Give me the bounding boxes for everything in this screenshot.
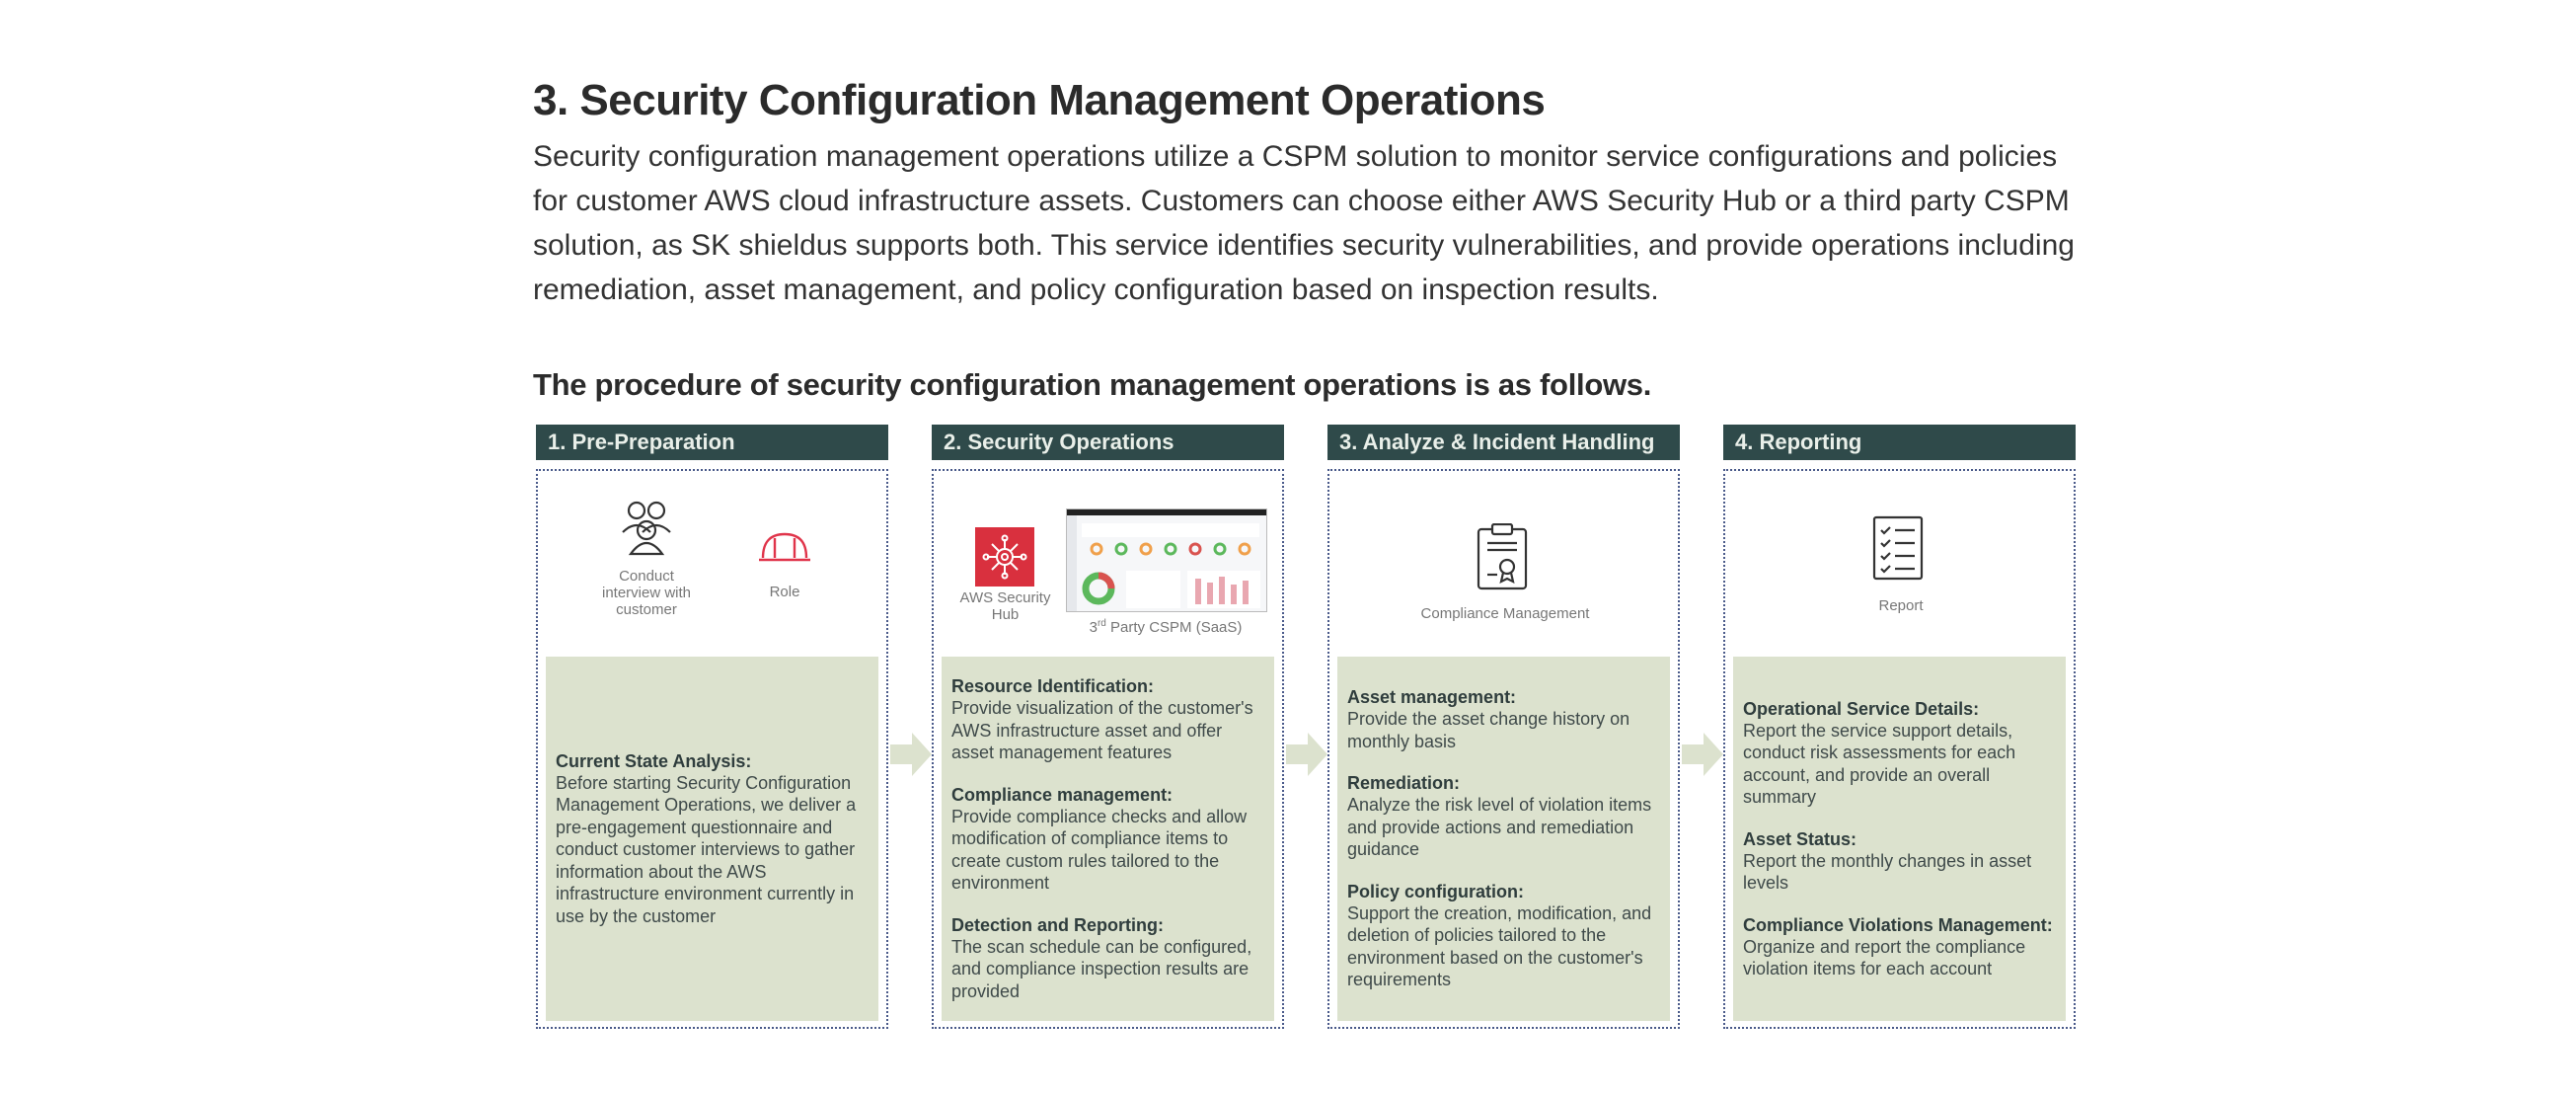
item-title: Resource Identification: <box>951 676 1155 696</box>
step-title: 1. Pre-Preparation <box>536 425 888 460</box>
step-box: Compliance Management Asset management: … <box>1327 469 1680 1029</box>
people-icon <box>617 499 676 558</box>
report-caption: Report <box>1878 597 1924 614</box>
aws-security-hub-caption: AWS Security Hub <box>959 589 1051 623</box>
step-icons: AWS Security Hub <box>934 471 1282 657</box>
step-panel: Operational Service Details: Report the … <box>1733 657 2066 1021</box>
step-icons: Report <box>1725 471 2074 657</box>
arrow-right-icon <box>1682 733 1723 776</box>
list-item: Asset Status: Report the monthly changes… <box>1743 828 2056 895</box>
step-icons: Compliance Management <box>1329 471 1678 657</box>
list-item: Current State Analysis: Before starting … <box>556 750 869 928</box>
list-item: Policy configuration: Support the creati… <box>1347 881 1660 991</box>
item-title: Detection and Reporting: <box>951 914 1164 935</box>
item-text: Organize and report the compliance viola… <box>1743 936 2026 979</box>
item-text: Report the monthly changes in asset leve… <box>1743 850 2032 894</box>
item-text: Before starting Security Configuration M… <box>556 772 857 926</box>
item-title: Asset Status: <box>1743 828 1857 849</box>
item-text: Report the service support details, cond… <box>1743 720 2016 808</box>
caption-number: 3 <box>1089 619 1098 636</box>
item-title: Current State Analysis: <box>556 750 752 771</box>
step-panel: Asset management: Provide the asset chan… <box>1337 657 1670 1021</box>
step-security-operations: 2. Security Operations AWS Security Hub <box>929 425 1284 1029</box>
arrow-right-icon <box>890 733 932 776</box>
step-title: 2. Security Operations <box>932 425 1284 460</box>
cspm-dashboard-screenshot <box>1066 509 1267 612</box>
step-box: AWS Security Hub <box>932 469 1284 1029</box>
list-item: Resource Identification: Provide visuali… <box>951 675 1264 764</box>
list-item: Operational Service Details: Report the … <box>1743 698 2056 809</box>
step-title: 4. Reporting <box>1723 425 2076 460</box>
step-pre-preparation: 1. Pre-Preparation Conduct interview wit… <box>533 425 888 1029</box>
item-title: Operational Service Details: <box>1743 698 1980 719</box>
list-item: Remediation: Analyze the risk level of v… <box>1347 772 1660 861</box>
step-reporting: 4. Reporting Report Operational Service … <box>1720 425 2076 1029</box>
checklist-report-icon <box>1871 514 1925 582</box>
item-text: Support the creation, modification, and … <box>1347 902 1652 990</box>
item-title: Asset management: <box>1347 687 1517 708</box>
step-box: Report Operational Service Details: Repo… <box>1723 469 2076 1029</box>
interview-caption: Conduct interview with customer <box>601 568 692 618</box>
arrow-right-icon <box>1286 733 1327 776</box>
step-title: 3. Analyze & Incident Handling <box>1327 425 1680 460</box>
item-text: Provide the asset change history on mont… <box>1347 709 1630 751</box>
section: 3. Security Configuration Management Ope… <box>533 71 2083 312</box>
step-box: Conduct interview with customer Role Cur… <box>536 469 888 1029</box>
third-party-cspm-caption: 3rd Party CSPM (SaaS) <box>1082 615 1250 636</box>
step-icons: Conduct interview with customer Role <box>538 471 886 657</box>
clipboard-certificate-icon <box>1476 522 1529 590</box>
list-item: Asset management: Provide the asset chan… <box>1347 686 1660 752</box>
step-panel: Resource Identification: Provide visuali… <box>942 657 1274 1021</box>
item-title: Policy configuration: <box>1347 881 1525 901</box>
caption-sup: rd <box>1097 618 1106 629</box>
procedure-diagram: 1. Pre-Preparation Conduct interview wit… <box>533 425 2083 1032</box>
item-text: The scan schedule can be configured, and… <box>951 936 1252 1001</box>
step-analyze-incident-handling: 3. Analyze & Incident Handling Complianc… <box>1325 425 1680 1029</box>
item-text: Analyze the risk level of violation item… <box>1347 795 1652 860</box>
aws-security-hub-icon <box>975 527 1034 587</box>
intro-paragraph: Security configuration management operat… <box>533 140 2075 306</box>
hard-hat-icon <box>757 530 812 566</box>
procedure-heading: The procedure of security configuration … <box>533 367 1652 402</box>
item-text: Provide visualization of the customer's … <box>951 698 1253 762</box>
role-caption: Role <box>769 584 800 600</box>
item-text: Provide compliance checks and allow modi… <box>951 806 1248 894</box>
list-item: Compliance management: Provide complianc… <box>951 784 1264 895</box>
section-heading: 3. Security Configuration Management Ope… <box>533 76 1546 124</box>
item-title: Compliance management: <box>951 784 1174 805</box>
compliance-management-caption: Compliance Management <box>1420 605 1590 622</box>
item-title: Remediation: <box>1347 773 1461 794</box>
list-item: Compliance Violations Management: Organi… <box>1743 914 2056 980</box>
item-title: Compliance Violations Management: <box>1743 914 2053 935</box>
step-panel: Current State Analysis: Before starting … <box>546 657 878 1021</box>
caption-rest: Party CSPM (SaaS) <box>1105 619 1243 636</box>
list-item: Detection and Reporting: The scan schedu… <box>951 914 1264 1003</box>
